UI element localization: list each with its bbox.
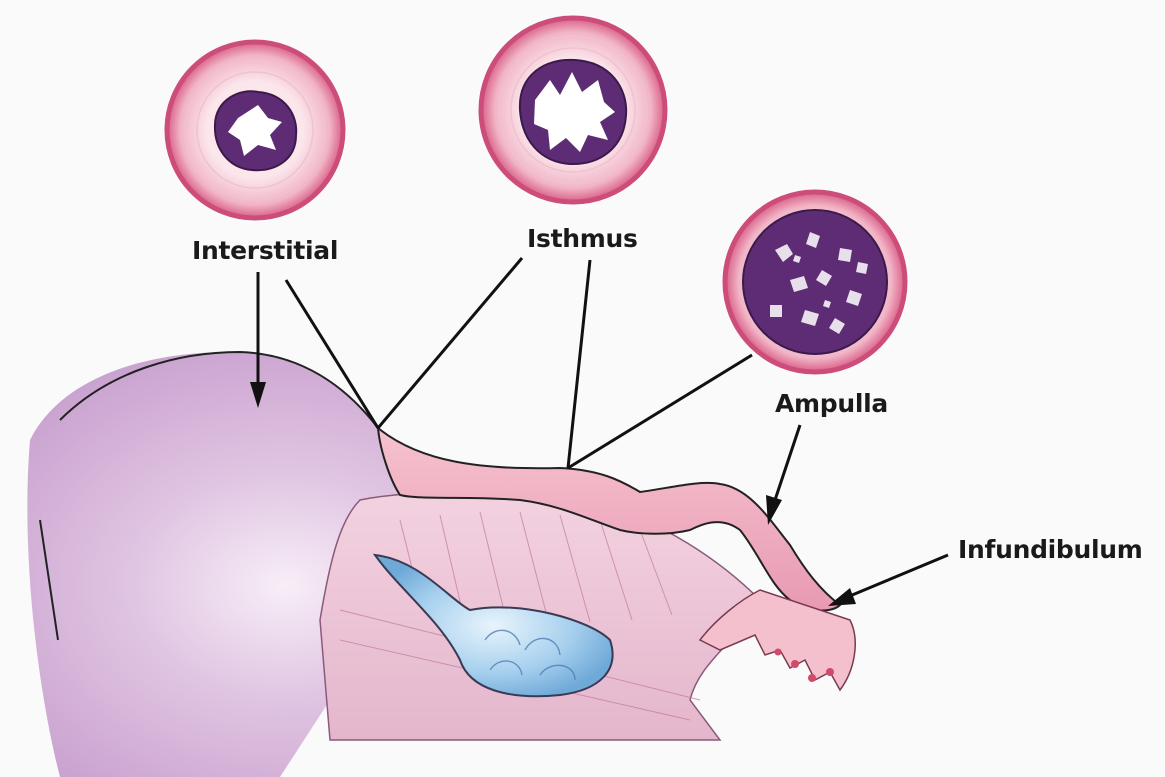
cross-section-ampulla — [725, 192, 905, 372]
label-ampulla: Ampulla — [775, 389, 888, 418]
label-infundibulum: Infundibulum — [958, 535, 1143, 564]
cross-section-interstitial — [167, 42, 343, 218]
label-isthmus: Isthmus — [527, 224, 638, 253]
cross-section-isthmus — [481, 18, 665, 202]
label-interstitial: Interstitial — [192, 236, 338, 265]
